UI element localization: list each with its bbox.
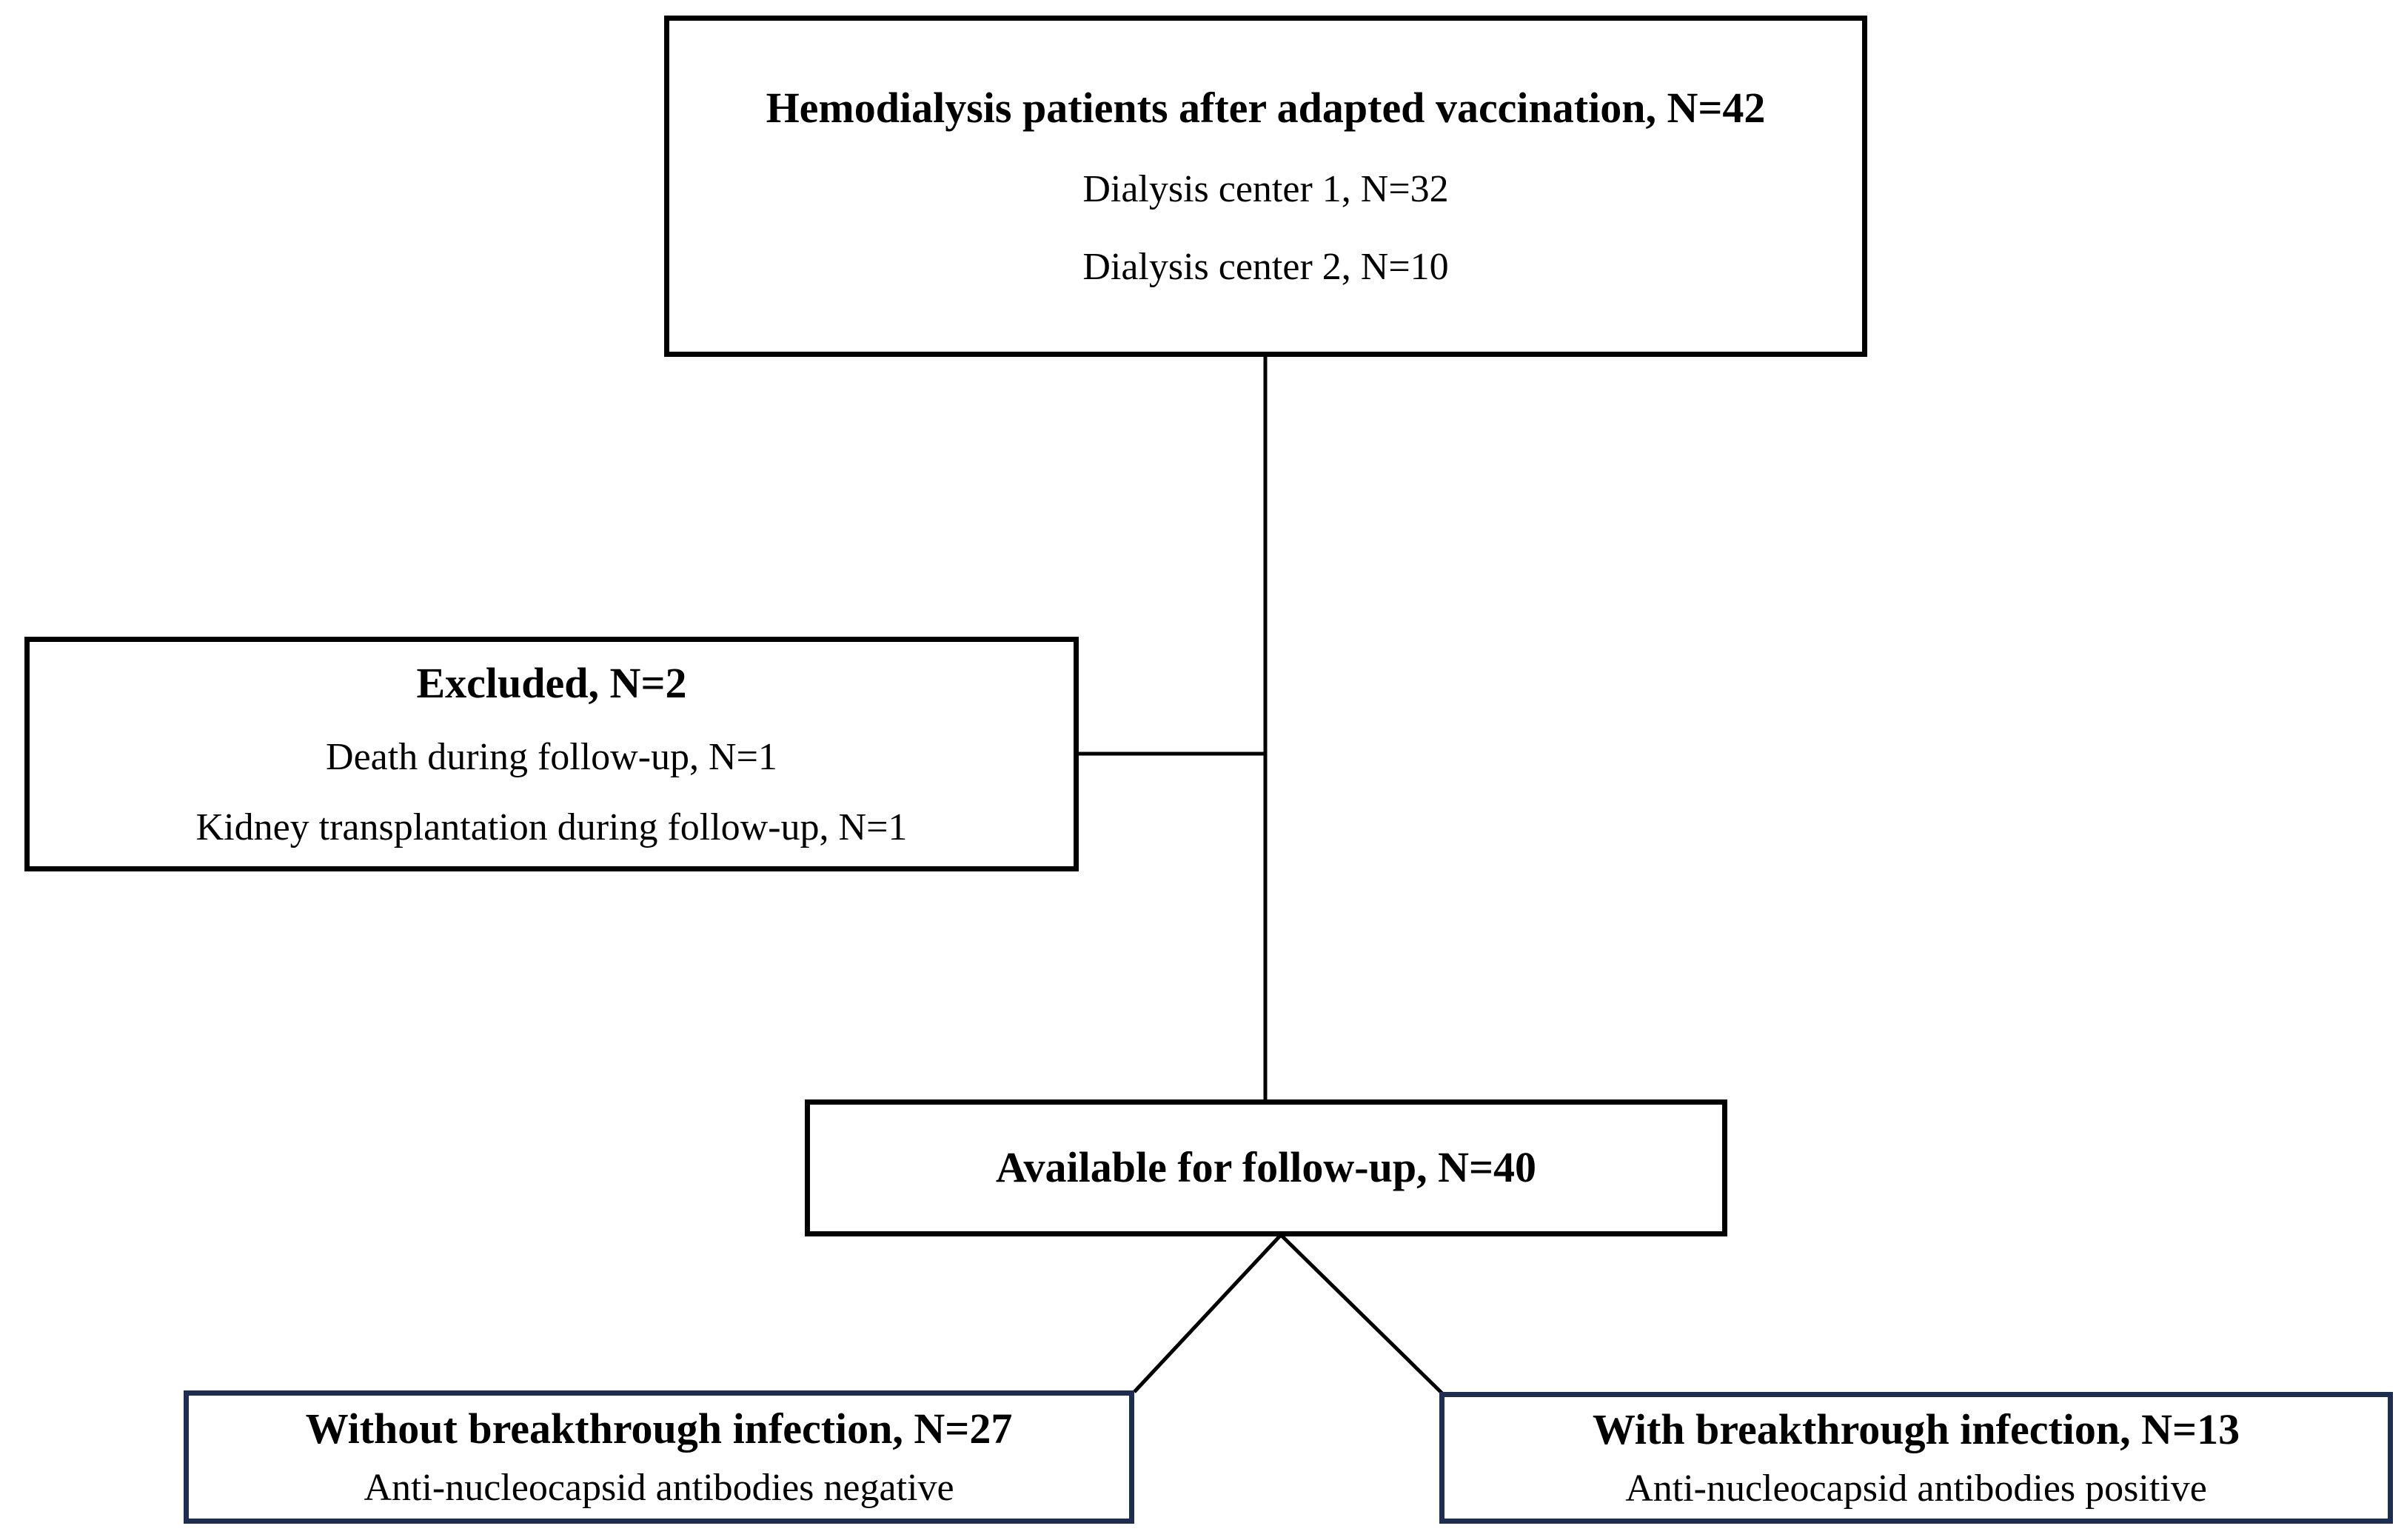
node-excluded-transplantation: Kidney transplantation during follow-up,… <box>195 806 908 848</box>
node-available-title: Available for follow-up, N=40 <box>995 1143 1537 1192</box>
node-excluded-death: Death during follow-up, N=1 <box>326 735 777 778</box>
node-excluded-title: Excluded, N=2 <box>416 659 687 708</box>
node-with-breakthrough-title: With breakthrough infection, N=13 <box>1592 1405 2240 1454</box>
node-dialysis-center-2: Dialysis center 2, N=10 <box>1082 245 1449 288</box>
node-without-breakthrough-antibodies: Anti-nucleocapsid antibodies negative <box>364 1466 954 1509</box>
branch-right-line <box>1279 1233 1445 1396</box>
node-dialysis-center-1: Dialysis center 1, N=32 <box>1082 167 1449 210</box>
node-hemodialysis-title: Hemodialysis patients after adapted vacc… <box>766 84 1766 133</box>
branch-left-line <box>1133 1233 1282 1393</box>
node-with-breakthrough-antibodies: Anti-nucleocapsid antibodies positive <box>1625 1467 2207 1510</box>
node-with-breakthrough: With breakthrough infection, N=13 Anti-n… <box>1439 1392 2393 1524</box>
node-hemodialysis-patients: Hemodialysis patients after adapted vacc… <box>664 16 1867 357</box>
node-without-breakthrough-title: Without breakthrough infection, N=27 <box>305 1405 1013 1453</box>
node-available-followup: Available for follow-up, N=40 <box>805 1099 1727 1236</box>
node-without-breakthrough: Without breakthrough infection, N=27 Ant… <box>184 1390 1134 1524</box>
node-excluded: Excluded, N=2 Death during follow-up, N=… <box>24 637 1079 871</box>
